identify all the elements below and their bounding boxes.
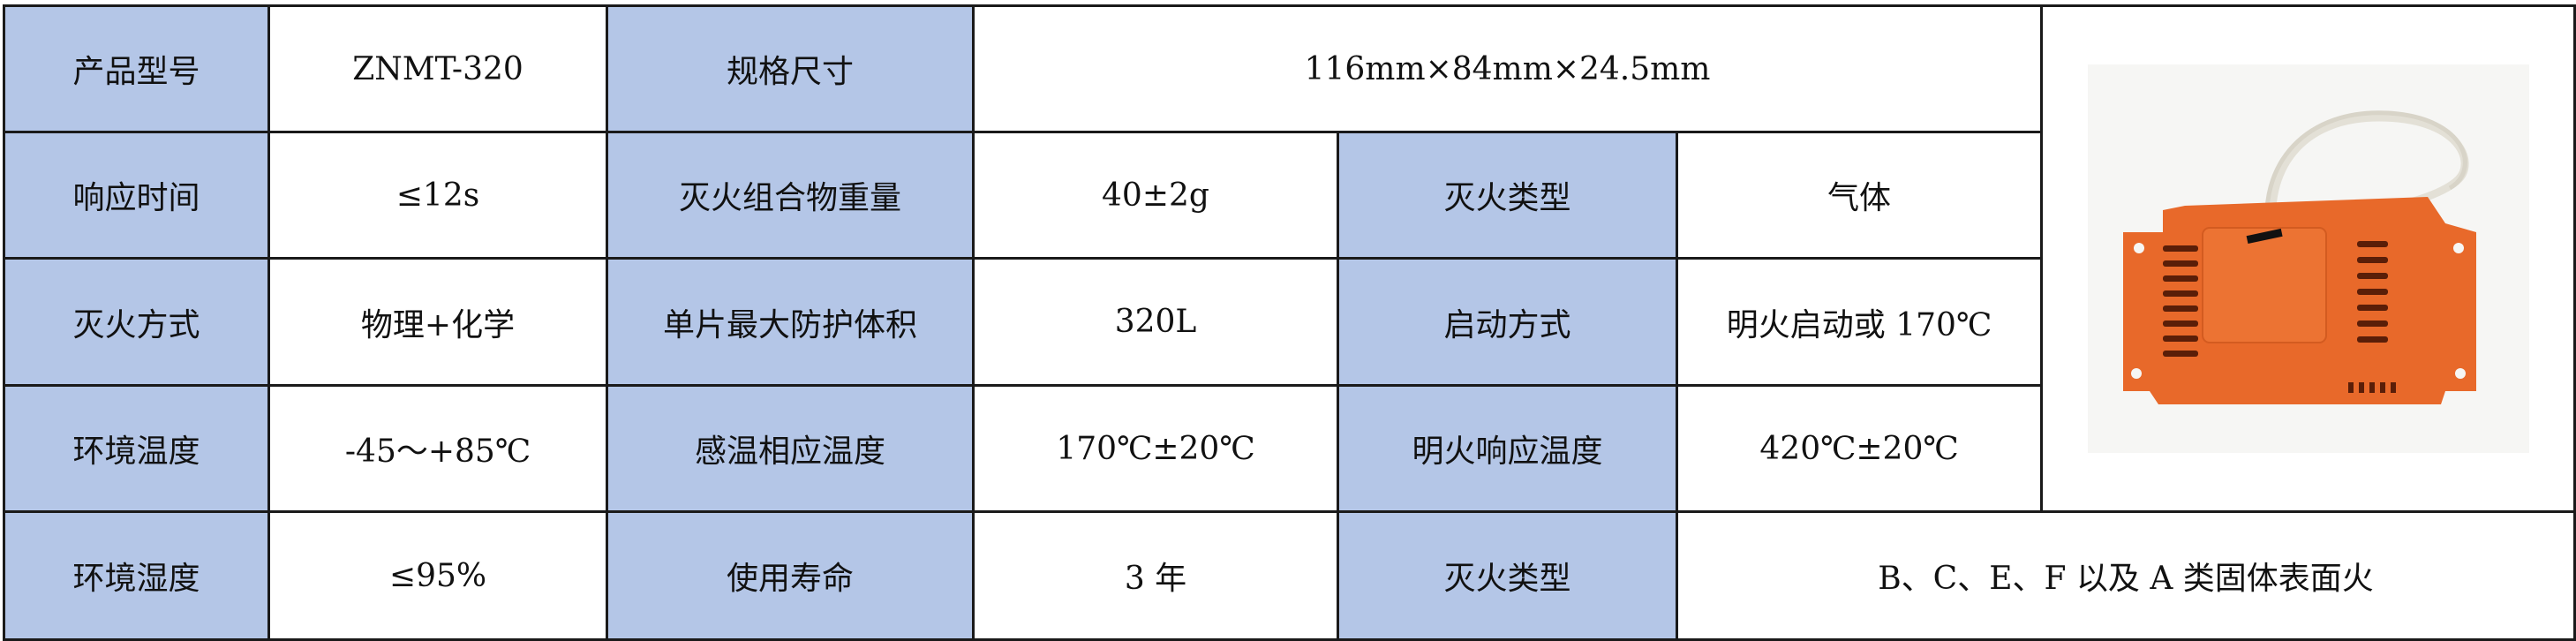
value-cell: 物理+化学 bbox=[267, 257, 608, 387]
label-cell: 环境温度 bbox=[3, 384, 270, 513]
value-cell: 气体 bbox=[1675, 131, 2044, 260]
value-cell: 420℃±20℃ bbox=[1675, 384, 2044, 513]
label-cell: 规格尺寸 bbox=[606, 4, 975, 133]
label-cell: 灭火组合物重量 bbox=[606, 131, 975, 260]
table-row: 环境湿度 ≤95% 使用寿命 3 年 灭火类型 B、C、E、F 以及 A 类固体… bbox=[3, 510, 2576, 641]
product-spec-table: 产品型号 ZNMT-320 规格尺寸 116mm×84mm×24.5mm bbox=[3, 4, 2576, 641]
value-cell: 170℃±20℃ bbox=[972, 384, 1339, 513]
table-row: 响应时间 ≤12s 灭火组合物重量 40±2g 灭火类型 气体 bbox=[3, 131, 2575, 260]
value-cell: 明火启动或 170℃ bbox=[1675, 257, 2044, 387]
value-cell: 40±2g bbox=[972, 131, 1339, 260]
value-cell: 320L bbox=[972, 257, 1339, 387]
label-cell: 明火响应温度 bbox=[1337, 384, 1678, 513]
label-cell: 响应时间 bbox=[3, 131, 270, 260]
value-cell: ≤95% bbox=[267, 510, 608, 641]
value-cell: -45～+85℃ bbox=[267, 384, 608, 513]
label-cell: 环境湿度 bbox=[3, 510, 270, 641]
label-cell: 感温相应温度 bbox=[606, 384, 975, 513]
label-cell: 灭火类型 bbox=[1337, 510, 1678, 641]
table-row: 环境温度 -45～+85℃ 感温相应温度 170℃±20℃ 明火响应温度 420… bbox=[3, 384, 2575, 513]
value-cell: 3 年 bbox=[972, 510, 1339, 641]
table-row: 灭火方式 物理+化学 单片最大防护体积 320L 启动方式 明火启动或 170℃ bbox=[3, 257, 2575, 387]
product-image-cell bbox=[2040, 4, 2576, 513]
value-cell: ZNMT-320 bbox=[267, 4, 608, 133]
product-photo bbox=[2087, 64, 2529, 453]
value-cell: ≤12s bbox=[267, 131, 608, 260]
value-cell: B、C、E、F 以及 A 类固体表面火 bbox=[1675, 510, 2576, 641]
value-cell: 116mm×84mm×24.5mm bbox=[971, 4, 2044, 133]
label-cell: 启动方式 bbox=[1337, 257, 1678, 387]
label-cell: 灭火方式 bbox=[3, 257, 270, 387]
label-cell: 灭火类型 bbox=[1337, 131, 1678, 260]
label-cell: 产品型号 bbox=[3, 4, 270, 133]
label-cell: 使用寿命 bbox=[606, 510, 975, 641]
label-cell: 单片最大防护体积 bbox=[606, 257, 975, 387]
table-row: 产品型号 ZNMT-320 规格尺寸 116mm×84mm×24.5mm bbox=[3, 4, 2576, 513]
